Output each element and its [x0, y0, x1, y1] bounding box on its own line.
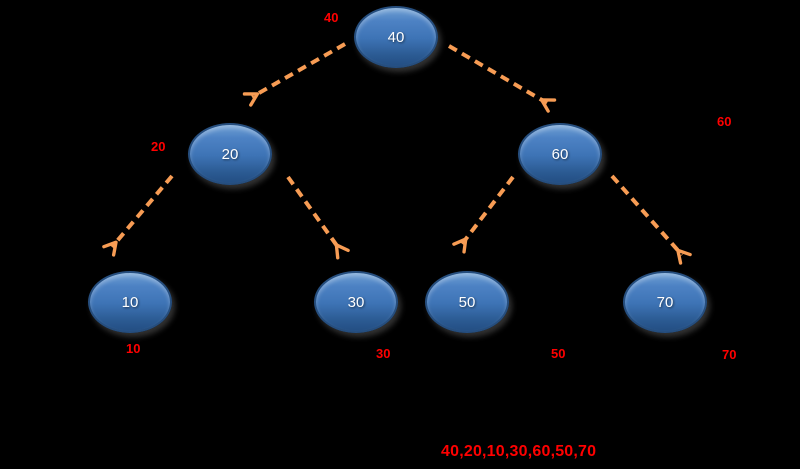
annotation-label-60: 60	[717, 114, 732, 129]
annotation-label-20: 20	[151, 139, 166, 154]
edge-20-10	[102, 174, 174, 257]
tree-node-10: 10	[88, 271, 172, 333]
annotation-label-50: 50	[551, 346, 566, 361]
annotation-label-40: 40	[324, 10, 339, 25]
edge-40-20	[242, 42, 346, 107]
edge-60-70	[610, 174, 692, 265]
annotation-label-70: 70	[722, 347, 737, 362]
edge-40-60	[447, 44, 557, 113]
edge-60-50	[452, 175, 515, 254]
annotation-label-10: 10	[126, 341, 141, 356]
tree-node-30: 30	[314, 271, 398, 333]
tree-node-70: 70	[623, 271, 707, 333]
tree-node-50: 50	[425, 271, 509, 333]
tree-node-40: 40	[354, 6, 438, 68]
annotation-label-30: 30	[376, 346, 391, 361]
tree-node-60: 60	[518, 123, 602, 185]
tree-node-20: 20	[188, 123, 272, 185]
edge-20-30	[286, 175, 350, 260]
traversal-sequence-text: 40,20,10,30,60,50,70	[441, 443, 597, 460]
